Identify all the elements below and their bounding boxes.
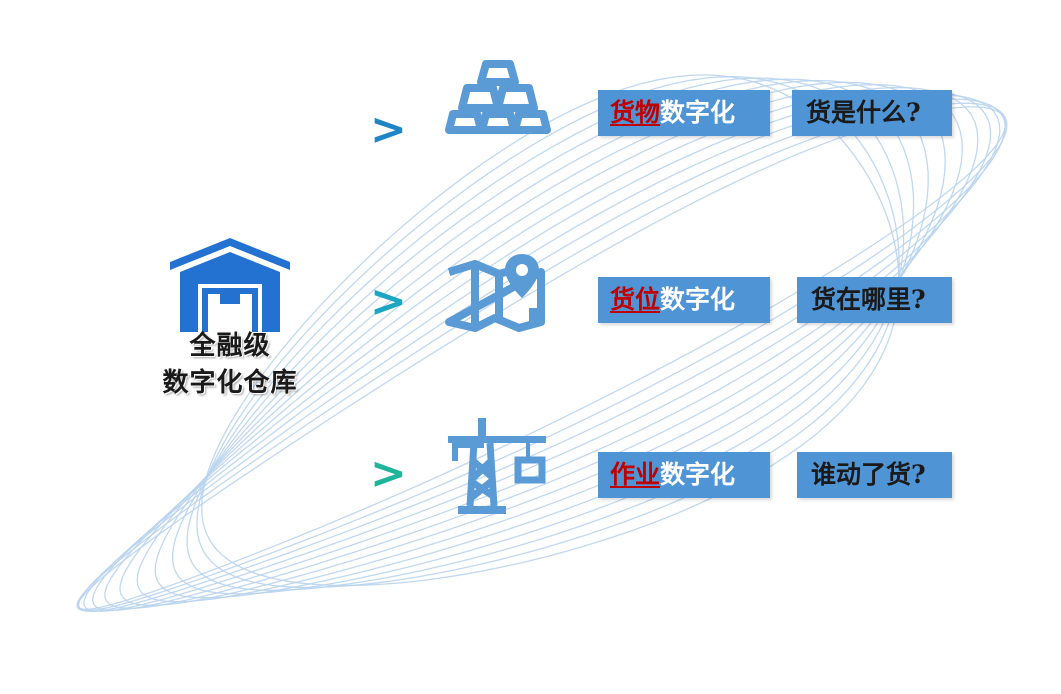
- center-label-line1: 全融级: [189, 331, 271, 361]
- map-pin-icon: [445, 254, 545, 332]
- wave-line: [104, 86, 979, 609]
- row1-tag: 货物数字化: [598, 90, 770, 136]
- crane-icon: [448, 418, 546, 514]
- row3-tag: 作业数字化: [598, 452, 770, 498]
- row3-question: 谁动了货?: [797, 452, 952, 498]
- row3-chevron: >: [370, 448, 407, 499]
- row2-tag-highlight: 货位: [610, 285, 661, 314]
- row3-tag-rest: 数字化: [660, 460, 736, 489]
- row1-question: 货是什么?: [792, 90, 952, 136]
- row2-tag: 货位数字化: [598, 277, 770, 323]
- center-label-line2: 数字化仓库: [162, 368, 298, 398]
- row1-tag-rest: 数字化: [660, 98, 736, 127]
- wave-line: [91, 90, 992, 611]
- gold-bars-icon: [445, 60, 551, 134]
- row1-chevron: >: [370, 104, 407, 155]
- wave-line: [201, 74, 900, 587]
- row2-tag-rest: 数字化: [660, 285, 736, 314]
- warehouse-icon: [170, 238, 290, 332]
- row2-chevron: >: [370, 276, 407, 327]
- row2-question: 货在哪里?: [797, 277, 952, 323]
- row1-tag-highlight: 货物: [610, 98, 661, 127]
- wave-line: [83, 94, 1001, 612]
- row3-tag-highlight: 作业: [610, 460, 661, 489]
